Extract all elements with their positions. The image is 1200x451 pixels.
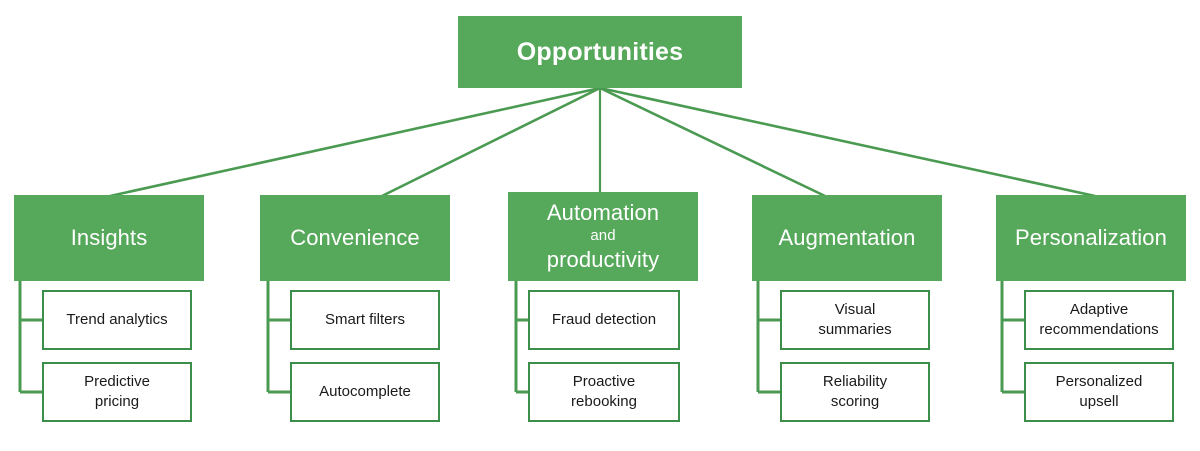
edge-root-to-convenience (381, 86, 601, 198)
leaf-node-personalized-upsell[interactable]: Personalized upsell (1024, 362, 1174, 422)
leaf-node-visual-summaries-line-2: summaries (818, 321, 892, 338)
leaf-node-autocomplete[interactable]: Autocomplete (290, 362, 440, 422)
root-node-label: Opportunities (516, 37, 684, 66)
branch-node-automation-line-2: and (590, 227, 616, 245)
branch-node-augmentation-label: Augmentation (778, 224, 916, 250)
branch-node-augmentation[interactable]: Augmentation (752, 195, 942, 281)
leaf-node-smart-filters[interactable]: Smart filters (290, 290, 440, 350)
edge-augmentation-children (756, 281, 780, 394)
leaf-node-personalized-upsell-line-1: Personalized (1055, 372, 1143, 390)
leaf-node-adaptive-recommendations[interactable]: Adaptive recommendations (1024, 290, 1174, 350)
leaf-node-personalized-upsell-line-2: upsell (1079, 393, 1119, 410)
branch-node-automation-line-3: productivity (546, 246, 660, 272)
leaf-node-reliability-scoring-line-2: scoring (830, 393, 880, 410)
leaf-node-trend-analytics-line-1: Trend analytics (66, 310, 168, 328)
leaf-node-predictive-pricing-line-2: pricing (94, 393, 140, 410)
leaf-node-proactive-rebooking-line-1: Proactive (572, 372, 636, 390)
edge-personalization-children (1000, 281, 1024, 394)
branch-node-insights[interactable]: Insights (14, 195, 204, 281)
root-node-opportunities[interactable]: Opportunities (458, 16, 742, 88)
leaf-node-reliability-scoring-line-1: Reliability (822, 372, 888, 390)
leaf-node-proactive-rebooking-line-2: rebooking (571, 393, 637, 410)
edge-root-to-personalization (599, 86, 1096, 198)
leaf-node-trend-analytics[interactable]: Trend analytics (42, 290, 192, 350)
leaf-node-fraud-detection[interactable]: Fraud detection (528, 290, 680, 350)
leaf-node-predictive-pricing[interactable]: Predictive pricing (42, 362, 192, 422)
leaf-node-predictive-pricing-line-1: Predictive (84, 372, 150, 390)
branch-node-automation-line-1: Automation (546, 199, 660, 225)
leaf-node-fraud-detection-line-1: Fraud detection (551, 310, 657, 328)
branch-node-personalization[interactable]: Personalization (996, 195, 1186, 281)
edge-root-to-augmentation (599, 86, 826, 198)
leaf-node-visual-summaries-line-1: Visual (834, 300, 876, 318)
edge-convenience-children (266, 281, 290, 394)
branch-node-personalization-label: Personalization (1015, 224, 1167, 250)
branch-node-convenience-label: Convenience (290, 224, 420, 250)
leaf-node-adaptive-recommendations-line-2: recommendations (1039, 321, 1159, 338)
leaf-node-proactive-rebooking[interactable]: Proactive rebooking (528, 362, 680, 422)
branch-node-automation-and-productivity[interactable]: Automation and productivity (508, 192, 698, 281)
leaf-node-adaptive-recommendations-line-1: Adaptive (1069, 300, 1129, 318)
branch-node-convenience[interactable]: Convenience (260, 195, 450, 281)
leaf-node-visual-summaries[interactable]: Visual summaries (780, 290, 930, 350)
leaf-node-autocomplete-line-1: Autocomplete (319, 382, 411, 400)
edge-root-to-insights (109, 86, 601, 198)
leaf-node-smart-filters-line-1: Smart filters (324, 310, 405, 328)
edge-insights-children (18, 281, 42, 394)
branch-node-insights-label: Insights (70, 224, 148, 250)
leaf-node-reliability-scoring[interactable]: Reliability scoring (780, 362, 930, 422)
